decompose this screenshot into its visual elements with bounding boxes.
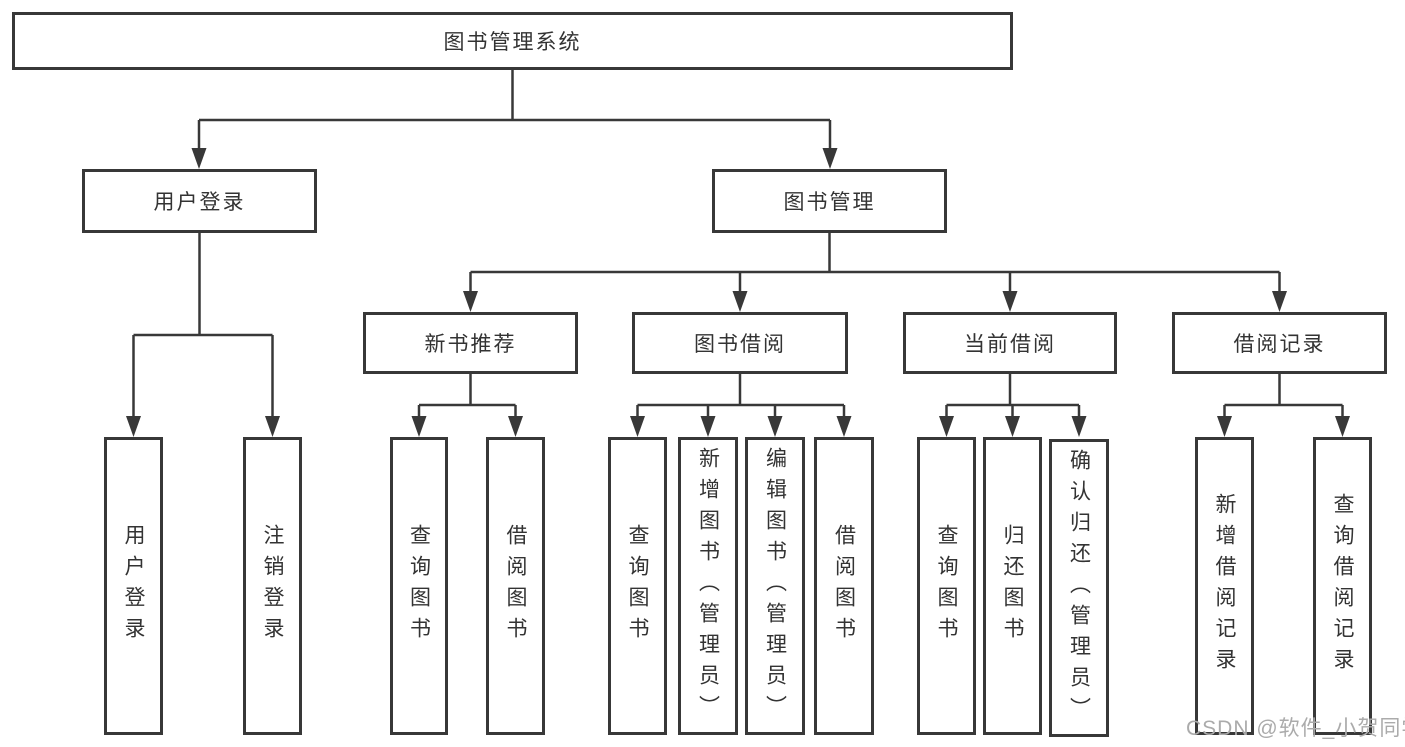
leaf-label: 新增借阅记录 [1213, 493, 1236, 679]
leaf-label: 借阅图书 [504, 524, 527, 648]
leaf-label: 注销登录 [261, 524, 284, 648]
node-borrowing-records: 借阅记录 [1172, 312, 1387, 374]
leaf-current-confirm-return-admin: 确认归还（管理员） [1049, 439, 1109, 737]
leaf-label: 查询借阅记录 [1331, 493, 1354, 679]
leaf-logout: 注销登录 [243, 437, 302, 735]
node-new-book-recommendation: 新书推荐 [363, 312, 578, 374]
leaf-label: 新增图书（管理员） [696, 446, 720, 726]
leaf-borrowing-add-books-admin: 新增图书（管理员） [678, 437, 738, 735]
leaf-records-add-borrow-record: 新增借阅记录 [1195, 437, 1254, 735]
arrowhead-icons [126, 148, 1350, 437]
leaf-user-login: 用户登录 [104, 437, 163, 735]
leaf-records-query-borrow-record: 查询借阅记录 [1313, 437, 1372, 735]
node-book-borrowing: 图书借阅 [632, 312, 848, 374]
node-library-management-system: 图书管理系统 [12, 12, 1013, 70]
leaf-label: 借阅图书 [832, 524, 856, 648]
leaf-borrowing-query-books: 查询图书 [608, 437, 667, 735]
leaf-current-query-books: 查询图书 [917, 437, 976, 735]
leaf-newbooks-query-books: 查询图书 [390, 437, 448, 735]
leaf-label: 归还图书 [1001, 524, 1024, 648]
leaf-label: 查询图书 [935, 524, 958, 648]
watermark: CSDN @软件_小贺同学 [1186, 717, 1405, 740]
leaf-label: 查询图书 [407, 524, 431, 648]
node-book-management: 图书管理 [712, 169, 947, 233]
node-user-login: 用户登录 [82, 169, 317, 233]
leaf-current-return-books: 归还图书 [983, 437, 1042, 735]
leaf-newbooks-borrow-books: 借阅图书 [486, 437, 545, 735]
leaf-label: 编辑图书（管理员） [763, 446, 787, 726]
leaf-borrowing-edit-books-admin: 编辑图书（管理员） [745, 437, 805, 735]
node-current-borrowing: 当前借阅 [903, 312, 1117, 374]
leaf-label: 查询图书 [626, 524, 649, 648]
leaf-label: 用户登录 [122, 524, 145, 648]
leaf-borrowing-borrow-books: 借阅图书 [814, 437, 874, 735]
leaf-label: 确认归还（管理员） [1067, 448, 1091, 728]
